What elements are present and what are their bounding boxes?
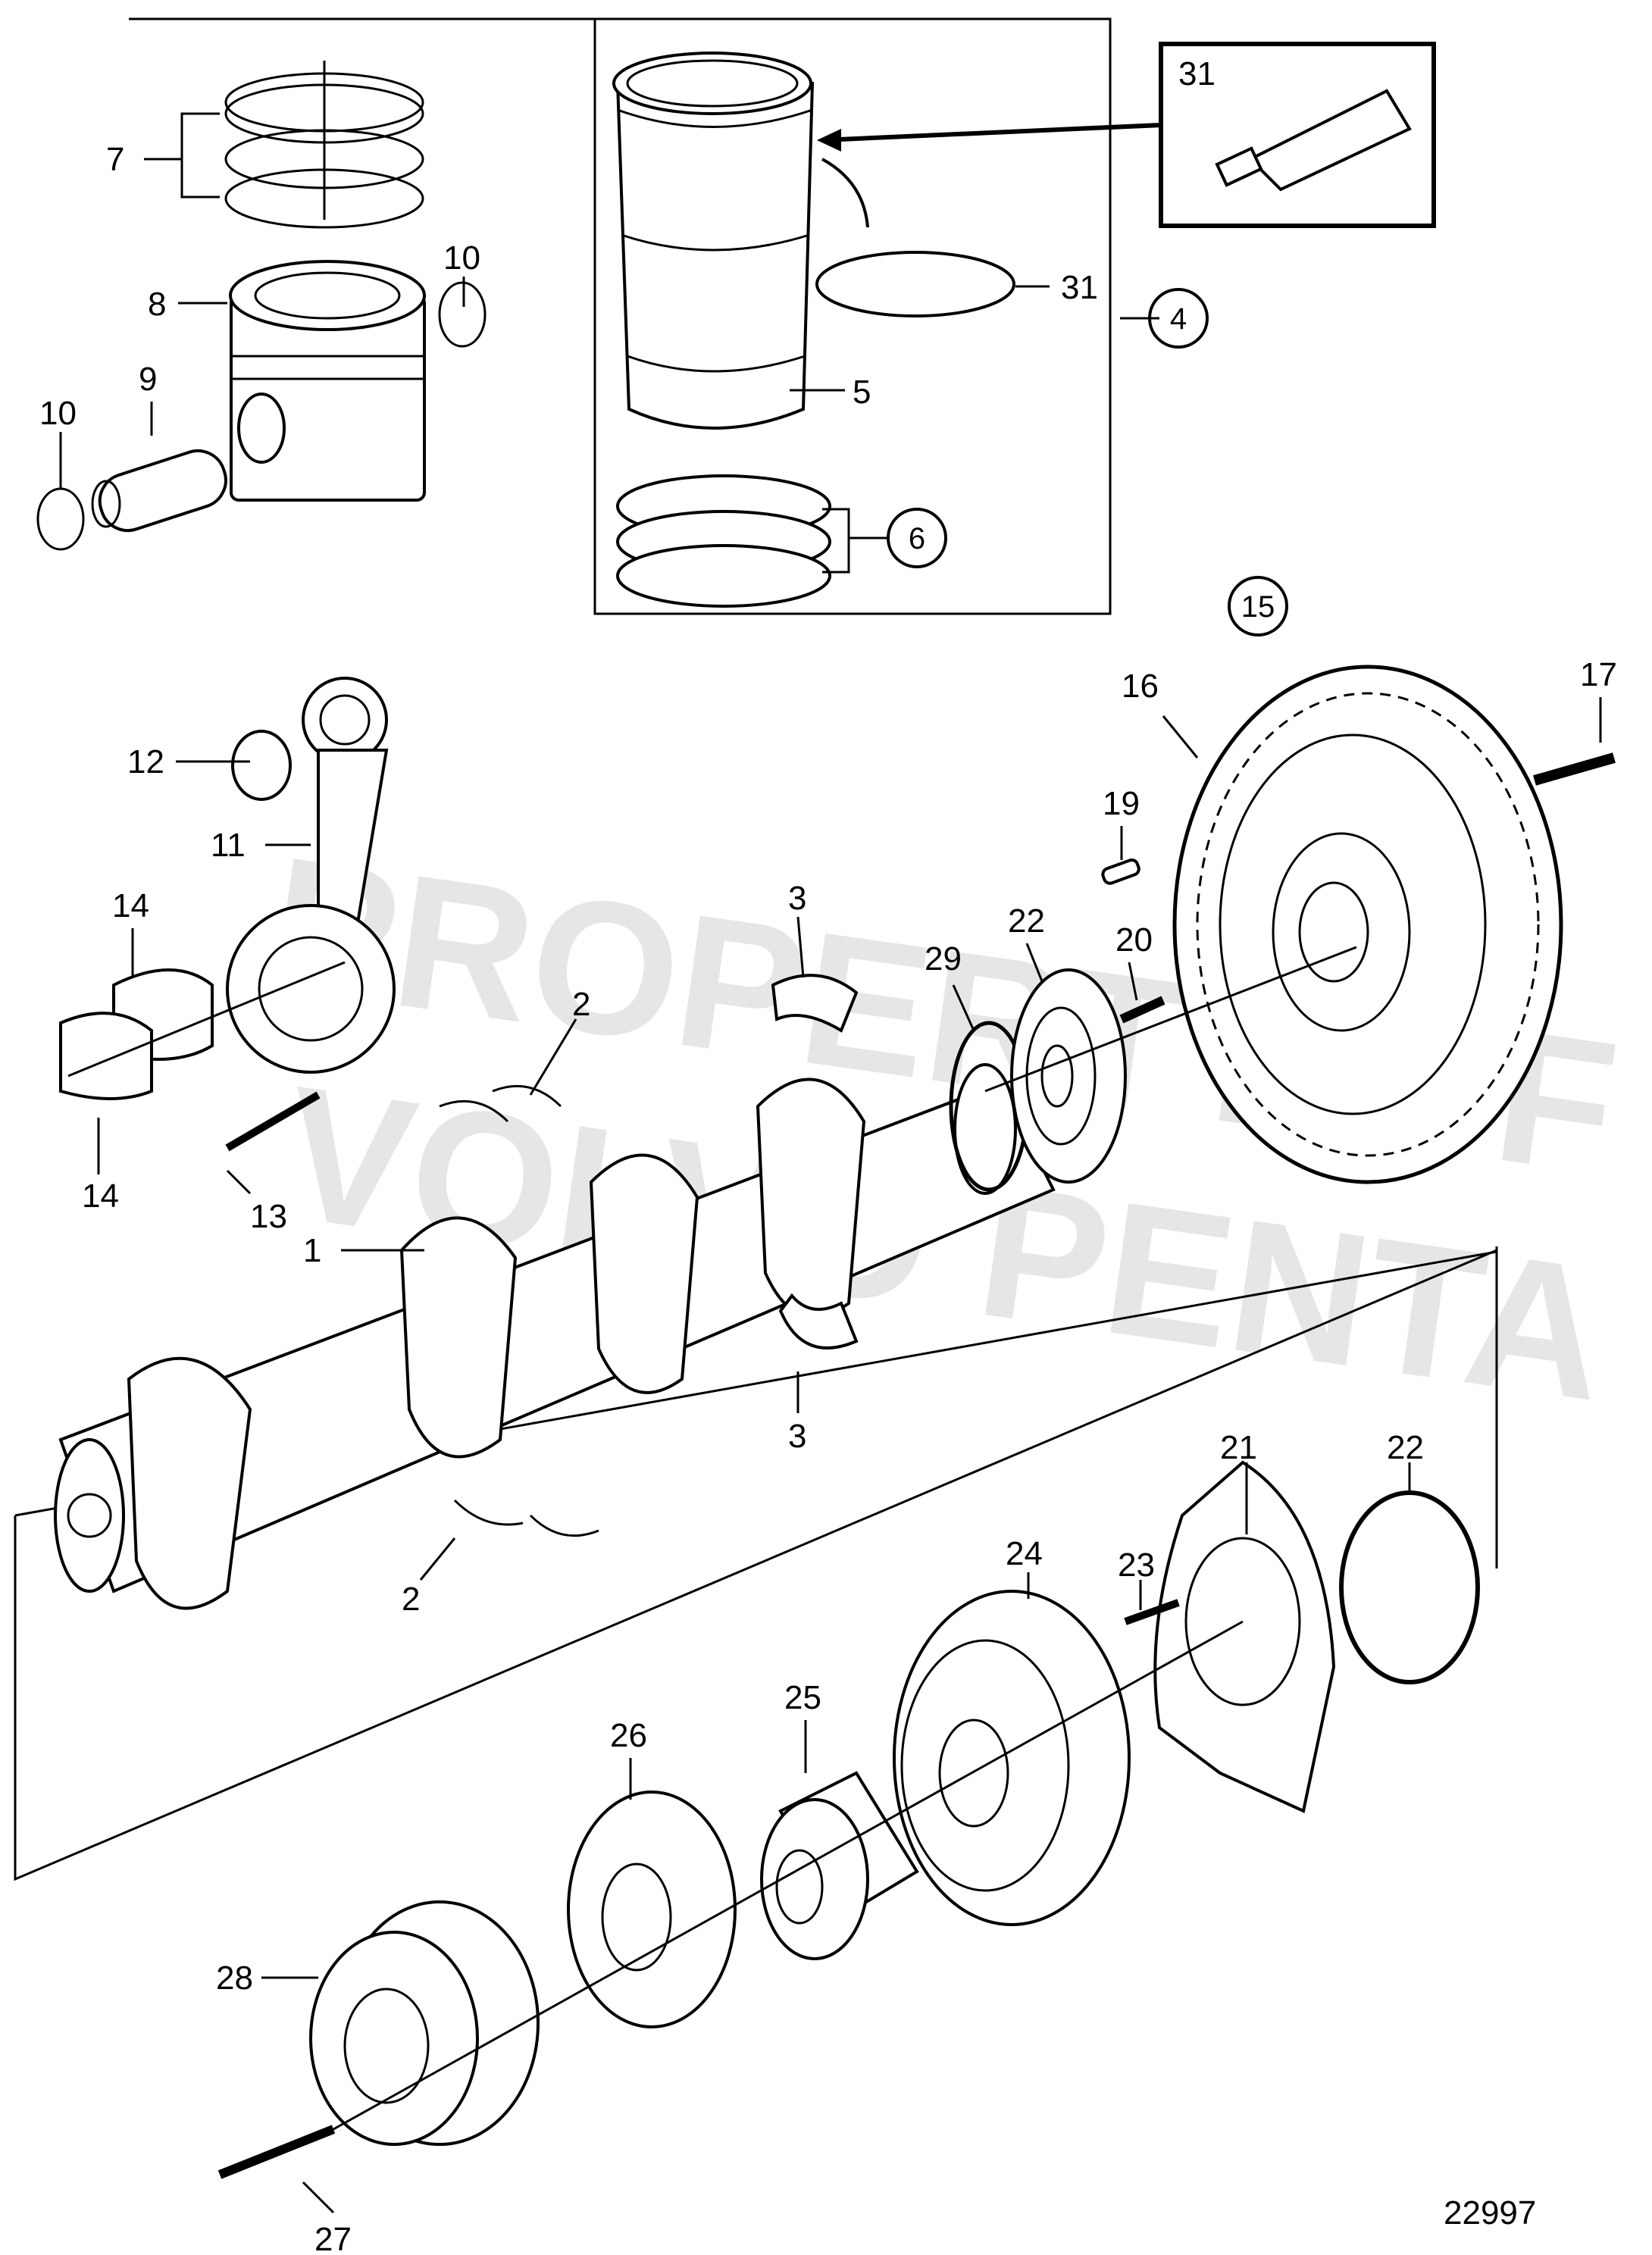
front-cover: [1153, 1460, 1336, 1813]
circled-refs: 4 6 15: [887, 288, 1288, 636]
ref-4: 4: [1170, 302, 1187, 336]
intermediate-pulley: [567, 1791, 737, 2028]
front-axis-line: [333, 1620, 1244, 2131]
label-14-top: 14: [112, 887, 149, 924]
crankshaft: [54, 1063, 1056, 1610]
front-assembly-frame-top: [14, 1250, 1498, 1568]
leader-lines: [59, 112, 1602, 2214]
rod-axis-line: [67, 961, 346, 1077]
label-16: 16: [1122, 668, 1159, 705]
label-2-bottom: 2: [402, 1581, 420, 1618]
label-27: 27: [314, 2221, 352, 2255]
belt-pulley: [309, 1900, 540, 2146]
label-21: 21: [1220, 1429, 1257, 1466]
liner-o-rings: [616, 474, 831, 608]
vibration-damper: [760, 1771, 919, 1960]
label-10-right: 10: [443, 239, 480, 277]
label-12: 12: [127, 743, 164, 780]
label-31-box: 31: [1178, 55, 1216, 92]
flywheel-bolt: [1533, 752, 1616, 786]
label-13: 13: [250, 1198, 287, 1235]
label-25: 25: [784, 1679, 821, 1716]
part-labels: 7 8 10 9 10 31 31 5 12 11 14 14 13 1 2 2…: [39, 55, 1617, 2255]
liner-kit-frame: [129, 17, 1112, 615]
label-23: 23: [1118, 1547, 1155, 1584]
label-17: 17: [1580, 656, 1617, 693]
small-end-bushing: [231, 730, 292, 801]
label-3-bottom: 3: [788, 1418, 806, 1455]
piston-rings: [224, 61, 424, 229]
thrust-washers: [439, 1084, 599, 1537]
main-bearing-shells: [771, 974, 859, 1350]
label-26: 26: [610, 1717, 647, 1754]
crankshaft-gear: [1010, 968, 1127, 1184]
label-14-bottom: 14: [82, 1178, 119, 1215]
ref-15: 15: [1241, 590, 1275, 624]
label-11: 11: [211, 827, 246, 864]
piston: [229, 260, 426, 502]
label-22: 22: [1387, 1429, 1424, 1466]
label-28: 28: [216, 1959, 253, 1997]
sealant-arrow-head: [817, 129, 841, 152]
connecting-rod: [226, 677, 396, 1074]
label-20: 20: [1115, 921, 1153, 959]
label-3-top: 3: [788, 880, 806, 917]
diagram-number: 22997: [1444, 2194, 1536, 2232]
label-24: 24: [1006, 1535, 1043, 1572]
label-5: 5: [853, 374, 871, 411]
label-7: 7: [106, 141, 124, 178]
pulley-bolt: [217, 2125, 336, 2179]
label-9: 9: [139, 361, 157, 398]
cover-bolt: [1124, 1599, 1180, 1625]
front-assembly-frame: [14, 1246, 1498, 1881]
ref-circle-6: [887, 508, 947, 568]
label-31-ring: 31: [1061, 269, 1098, 306]
crankshaft-pulley: [893, 1590, 1131, 1926]
cylinder-liner: [612, 52, 869, 430]
flywheel: [1172, 665, 1563, 1184]
sealant-arrow: [821, 123, 1162, 142]
label-29: 29: [925, 940, 962, 977]
label-18: 22: [1008, 902, 1045, 940]
label-10-left: 10: [39, 395, 77, 432]
ref-circle-15: [1228, 576, 1288, 636]
label-1: 1: [303, 1232, 321, 1269]
label-19: 19: [1103, 785, 1140, 822]
rod-bolt: [225, 1091, 321, 1152]
ref-6: 6: [909, 522, 925, 555]
rear-axis-line: [984, 946, 1357, 1093]
piston-pin: [91, 449, 227, 533]
sealant-callout-box: [1159, 42, 1436, 228]
label-8: 8: [148, 286, 166, 323]
liner-seal-ring: [815, 251, 1015, 317]
front-seal-ring: [1339, 1490, 1480, 1684]
dowel-pin: [1101, 858, 1140, 885]
ref-circle-4: [1148, 288, 1209, 349]
sealant-tube-icon: [1215, 89, 1412, 192]
gear-bolt: [1119, 996, 1165, 1024]
label-2-top: 2: [572, 986, 590, 1023]
big-end-bearing-shells: [59, 968, 214, 1100]
